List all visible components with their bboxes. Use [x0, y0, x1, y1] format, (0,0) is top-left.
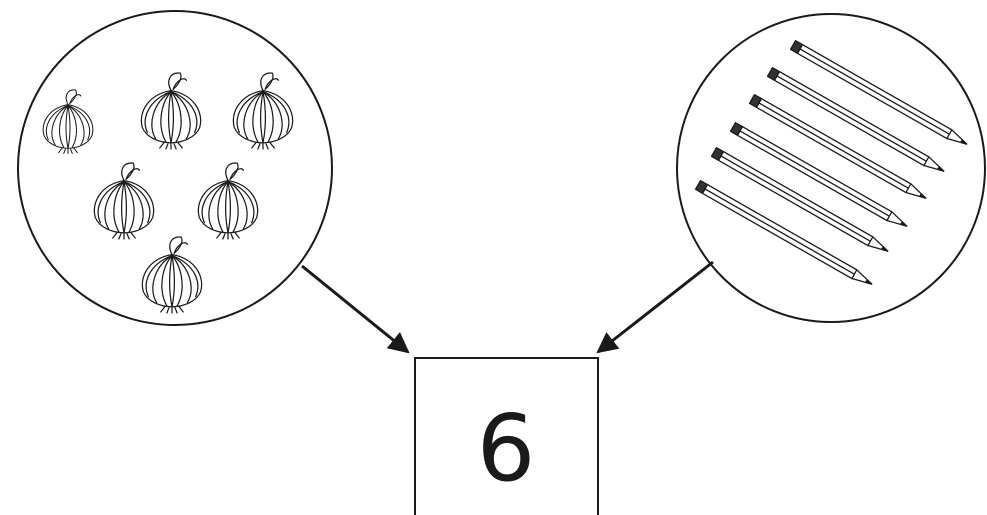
pencil-group — [676, 13, 986, 323]
onion-group — [17, 10, 333, 326]
onion-icon — [42, 89, 94, 155]
onion-icon — [93, 162, 155, 240]
answer-box[interactable]: 6 — [414, 357, 599, 515]
onion-icon — [232, 72, 294, 150]
left-arrow — [301, 264, 410, 354]
pencil-icon — [748, 94, 927, 199]
right-circle — [676, 13, 986, 323]
onion-icon — [197, 162, 259, 240]
onion-icon — [140, 72, 202, 150]
onion-icon — [141, 236, 203, 314]
answer-number: 6 — [477, 395, 536, 502]
right-arrow — [596, 260, 714, 354]
pencil-icon — [766, 67, 945, 172]
left-circle — [17, 10, 333, 326]
pencil-icon — [729, 122, 908, 227]
pencil-icon — [710, 147, 889, 252]
pencil-icon — [694, 180, 873, 285]
pencil-icon — [789, 40, 968, 145]
